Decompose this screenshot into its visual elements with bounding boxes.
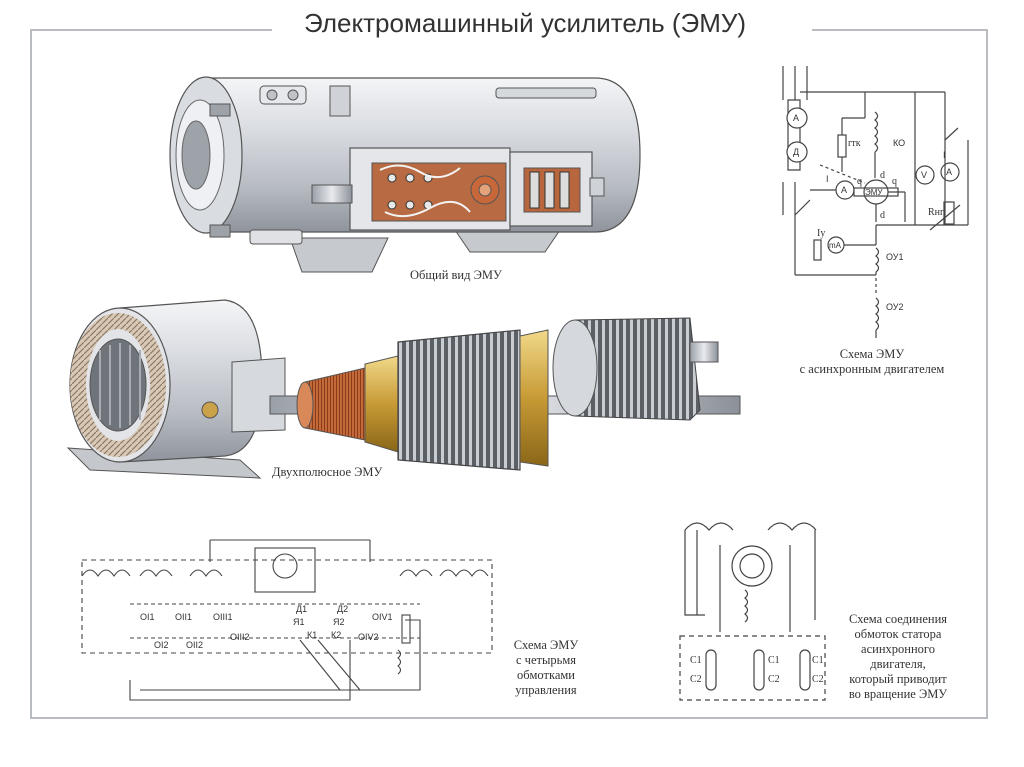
label-meter-d: Д [793, 147, 800, 157]
brass-ring [519, 329, 549, 467]
bracket [495, 87, 597, 99]
label-a-right: А [946, 167, 953, 177]
label-c1-c: C1 [812, 655, 824, 666]
label-emu: ЭМУ [865, 188, 883, 197]
caption-text: Двухполюсное ЭМУ [272, 465, 383, 479]
poster-title: Электромашинный усилитель (ЭМУ) [304, 8, 747, 38]
label-d2: Д2 [337, 604, 349, 614]
label-r-ng: Rнг [928, 207, 945, 218]
label-oi2: ОI2 [154, 640, 169, 650]
mounting-foot [454, 229, 561, 253]
ammeter-icon [786, 107, 808, 129]
label-q-right: q [892, 176, 897, 187]
corner-mark [962, 725, 992, 747]
emu-general-view-illustration [169, 76, 641, 273]
label-meter-a: А [793, 113, 800, 123]
caption-async-scheme: Схема ЭМУ с асинхронным двигателем [780, 347, 964, 377]
emu-two-pole-illustration [66, 299, 741, 479]
label-d1: Д1 [296, 604, 308, 614]
label-c2-c: C2 [812, 674, 824, 685]
mounting-foot [289, 237, 389, 273]
caption-line: с четырьмя [516, 653, 576, 667]
label-oy2: ОУ2 [886, 302, 904, 312]
label-q-left: q [857, 176, 862, 187]
armature-core [397, 329, 521, 471]
shaft [311, 184, 353, 204]
caption-control-windings: Схема ЭМУ с четырьмя обмотками управлени… [500, 638, 592, 698]
label-oiv1: ОIV1 [372, 612, 393, 622]
label-i-right: I [943, 150, 946, 160]
label-c1-b: C1 [768, 655, 780, 666]
label-ya1: Я1 [293, 617, 305, 627]
label-ma: mA [829, 241, 841, 250]
caption-line: Схема соединения [848, 612, 948, 626]
caption-line: во вращение ЭМУ [848, 687, 948, 701]
label-v: V [921, 170, 928, 180]
label-ol1: ОI1 [140, 612, 155, 622]
caption-two-pole: Двухполюсное ЭМУ [272, 465, 382, 480]
caption-line: Схема ЭМУ [839, 347, 905, 361]
end-cap-hole [181, 120, 211, 190]
label-oiii1: ОIII1 [213, 612, 233, 622]
caption-text: Общий вид ЭМУ [410, 268, 502, 282]
poster-title-bar: Электромашинный усилитель (ЭМУ) [272, 6, 812, 40]
label-ko: КО [893, 138, 906, 148]
label-i-left: I [826, 174, 829, 184]
commutator [304, 367, 366, 441]
async-motor-schematic [782, 66, 969, 338]
label-oiv2: ОIV2 [358, 632, 379, 642]
label-k2: К2 [331, 630, 342, 640]
label-c1-a: C1 [690, 655, 702, 666]
caption-line: который приводит [849, 672, 947, 686]
label-i-y: Iу [817, 228, 826, 239]
control-windings-schematic [81, 539, 493, 701]
caption-line: Схема ЭМУ [513, 638, 579, 652]
label-c2-a: C2 [690, 674, 702, 685]
caption-line: асинхронного [861, 642, 935, 656]
label-r-tk: rтк [848, 138, 861, 149]
label-oil1: ОII1 [175, 612, 193, 622]
label-d-top: d [880, 170, 885, 181]
caption-line: управления [515, 683, 577, 697]
label-c2-b: C2 [768, 674, 780, 685]
caption-line: двигателя, [870, 657, 926, 671]
label-k1: К1 [307, 630, 318, 640]
motor-symbol-icon [786, 141, 808, 163]
label-oii2: ОII2 [186, 640, 204, 650]
brass-ring [364, 355, 399, 453]
field-winding [70, 313, 166, 457]
label-a-mid: А [841, 185, 848, 195]
caption-stator-connection: Схема соединения обмоток статора асинхро… [832, 612, 964, 702]
label-ya2: Я2 [333, 617, 345, 627]
label-oiii2: ОIII2 [230, 632, 250, 642]
caption-line: обмоток статора [854, 627, 942, 641]
caption-line: с асинхронным двигателем [799, 362, 945, 376]
caption-line: обмотками [517, 668, 575, 682]
caption-general-view: Общий вид ЭМУ [410, 268, 502, 283]
label-d-bottom: d [880, 210, 885, 221]
label-oy1: ОУ1 [886, 252, 904, 262]
stator-connection-schematic [679, 522, 826, 701]
meter-circles [786, 107, 808, 163]
